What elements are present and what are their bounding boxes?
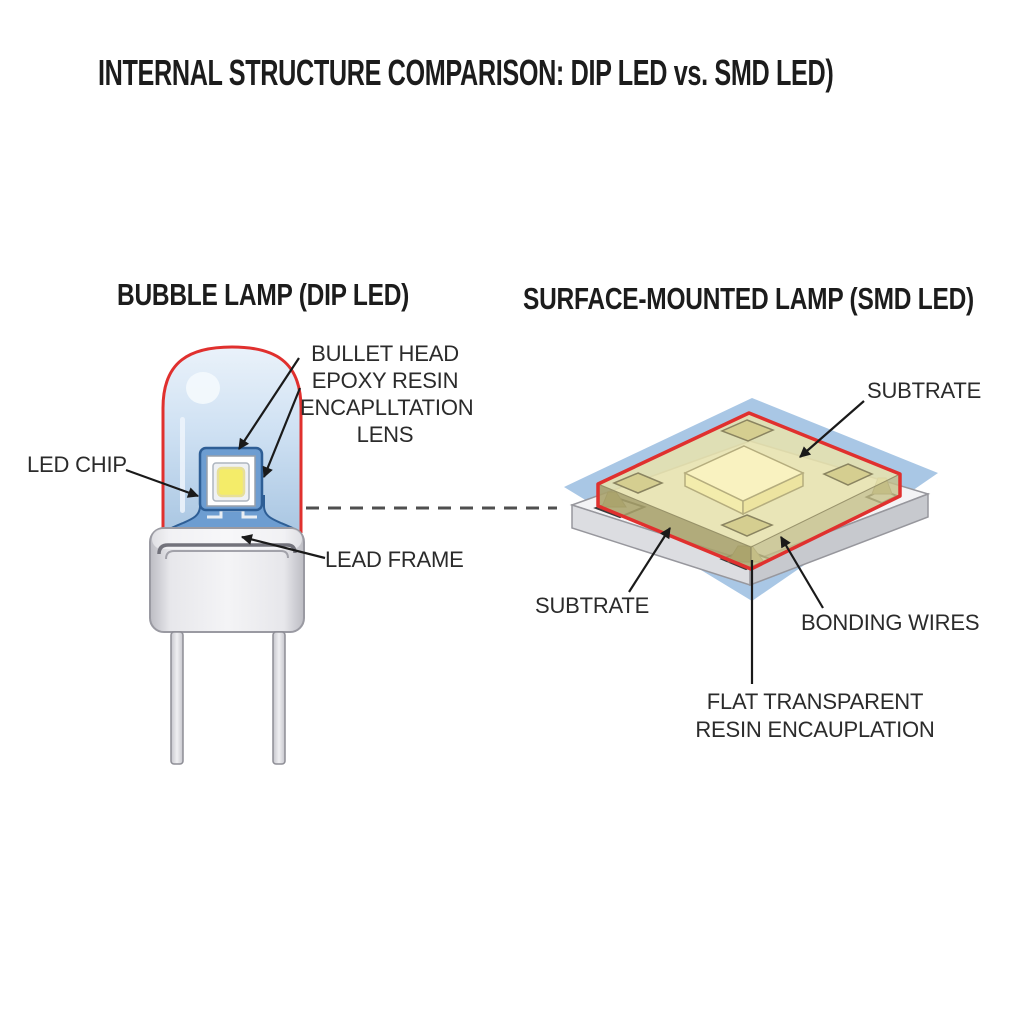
smd-heading: SURFACE-MOUNTED LAMP (SMD LED)	[523, 281, 974, 316]
label-substrate-bottom: SUBTRATE	[535, 593, 650, 618]
dip-led-chip	[216, 466, 246, 498]
arrow-bullet-head-1	[238, 357, 300, 450]
label-bullet-head-line3: ENCAPLLTATION	[300, 395, 474, 420]
smd-red-outline	[596, 411, 902, 571]
dip-lead-left	[170, 631, 184, 765]
label-flat-resin: FLAT TRANSPARENT RESIN ENCAUPLATION	[690, 688, 940, 744]
label-bullet-head: BULLET HEAD EPOXY RESIN ENCAPLLTATION LE…	[300, 340, 474, 448]
label-bullet-head-line4: LENS	[356, 422, 414, 447]
arrow-led-chip	[125, 468, 200, 498]
arrow-bonding-wires	[780, 536, 824, 609]
dip-leads	[170, 631, 286, 765]
arrow-substrate-bottom	[628, 527, 671, 593]
arrow-substrate-top	[799, 400, 865, 458]
label-substrate-top: SUBTRATE	[867, 378, 982, 403]
label-bullet-head-line2: EPOXY RESIN	[311, 368, 459, 393]
dip-led-figure	[149, 345, 305, 765]
smd-corner-pads	[612, 419, 874, 537]
label-bullet-head-line1: BULLET HEAD	[311, 341, 459, 366]
dip-heading: BUBBLE LAMP (DIP LED)	[117, 277, 410, 312]
dip-lead-right	[272, 631, 286, 765]
dip-lead-frame	[157, 543, 297, 560]
arrow-lead-frame	[240, 534, 326, 560]
label-bonding-wires: BONDING WIRES	[801, 610, 980, 635]
label-flat-resin-line1: FLAT TRANSPARENT	[706, 689, 924, 714]
callout-arrows	[125, 357, 865, 684]
label-flat-resin-line2: RESIN ENCAUPLATION	[695, 717, 935, 742]
dome-highlight	[186, 372, 220, 404]
smd-led-chip	[683, 445, 805, 516]
label-led-chip: LED CHIP	[27, 452, 127, 477]
page-title: INTERNAL STRUCTURE COMPARISON: DIP LED v…	[98, 52, 834, 93]
dome-streak	[180, 417, 185, 513]
dip-base	[149, 527, 305, 633]
arrow-bullet-head-2	[262, 387, 302, 479]
dip-chip-package	[198, 446, 264, 512]
label-lead-frame: LEAD FRAME	[325, 547, 464, 572]
